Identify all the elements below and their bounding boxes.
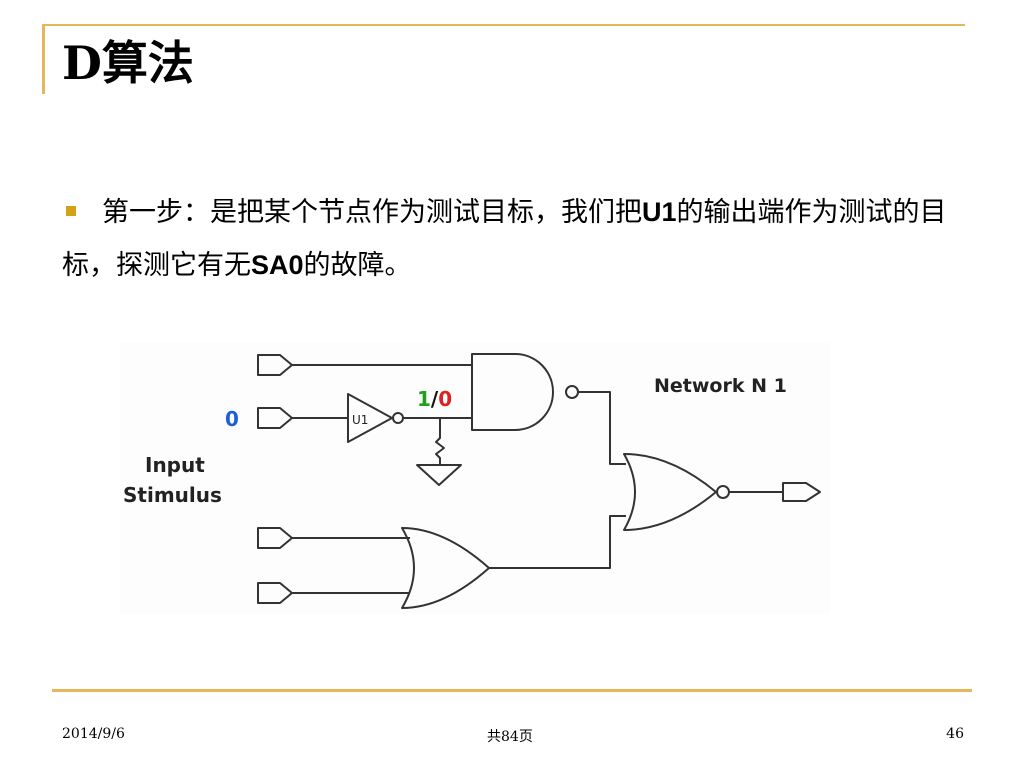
or-gate [401,527,490,609]
input-pin-3 [257,527,293,549]
fault-value-label: 1/0 [417,387,452,411]
input-pin-4 [257,582,293,604]
ground-symbol [416,464,462,486]
input-pin-1 [257,354,293,376]
title-accent-bar [42,24,45,94]
wire-nand-out [578,391,626,465]
bullet-text-1: 第一步：是把某个节点作为测试目标，我们把 [102,197,642,228]
footer-date: 2014/9/6 [62,726,125,742]
footer-rule [52,689,972,692]
input-stimulus-label-2: Stimulus [123,483,222,507]
bullet-bold-u1: U1 [642,197,677,227]
network-label: Network N 1 [654,375,787,397]
input-stimulus-label-1: Input [145,453,205,477]
bullet-text-3: 的故障。 [303,250,412,281]
gate-label-u1: U1 [352,413,368,427]
output-pin [782,482,821,502]
input-value-label: 0 [225,407,239,431]
wire-ground-tap [435,418,445,465]
circuit-diagram: U1 0 Input Stimulus Network N 1 1/0 [120,342,830,614]
inverter-u1 [347,393,393,443]
bullet-text-2: 的输出端作为测试的目标，探测它有无 [62,197,947,281]
footer-total-pages: 共84页 [487,729,533,745]
nand-gate [471,353,554,431]
slide-title: D算法 [62,36,194,90]
bullet-square-icon [66,206,76,216]
bullet-paragraph: 第一步：是把某个节点作为测试目标，我们把U1的输出端作为测试的目标，探测它有无S… [62,186,952,292]
wire-or-out [489,515,626,569]
fault-separator: / [431,387,439,411]
bullet-bold-sa0: SA0 [251,250,304,280]
fault-good-value: 1 [417,387,431,411]
nor-gate [623,453,717,531]
fault-bad-value: 0 [438,387,452,411]
footer-page-number: 46 [946,726,964,742]
input-pin-2 [257,407,293,429]
top-rule [42,24,965,26]
